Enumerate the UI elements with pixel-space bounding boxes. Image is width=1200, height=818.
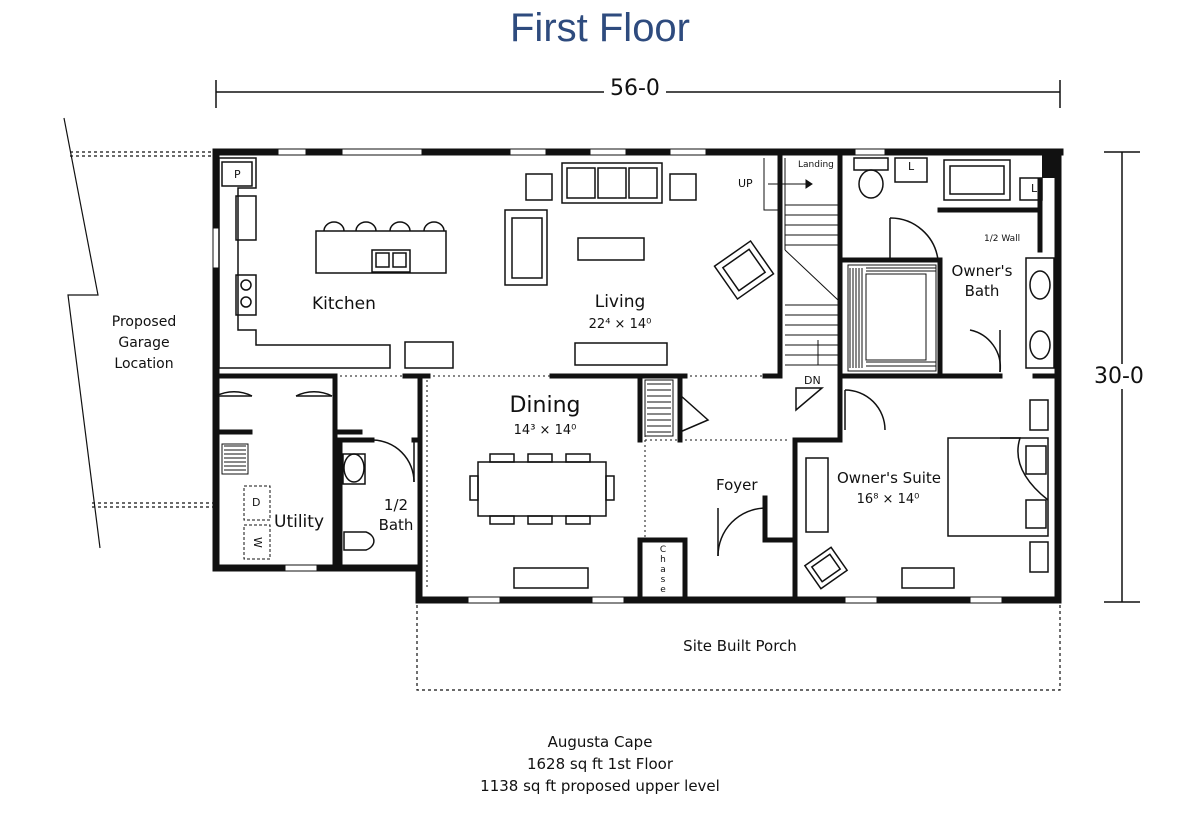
closets (221, 264, 937, 475)
caption-upper-level: 1138 sq ft proposed upper level (480, 777, 720, 795)
interior-walls (213, 149, 1061, 603)
garage-outline (63, 117, 216, 549)
kitchen-fixtures (218, 157, 454, 369)
depth-dimension: 30-0 (1088, 364, 1150, 389)
dining-size: 14³ × 14⁰ (513, 423, 577, 438)
page-title: First Floor (510, 6, 690, 50)
garage-label-2: Garage (118, 335, 170, 351)
owners-bath-label-1: Owner's (951, 262, 1013, 280)
pantry-label: P (234, 168, 241, 181)
chase-label: Chase (659, 545, 667, 595)
caption-model: Augusta Cape (547, 733, 653, 751)
half-wall-label: 1/2 Wall (984, 234, 1021, 244)
windows (212, 148, 1003, 604)
washer-label: W (250, 537, 264, 548)
garage-label-1: Proposed (111, 314, 177, 330)
half-bath-label-1: 1/2 (383, 496, 409, 514)
foyer-label: Foyer (716, 476, 758, 494)
owners-suite-size: 16⁸ × 14⁰ (856, 492, 920, 507)
bath-fixtures (342, 157, 1055, 551)
dining-label: Dining (509, 393, 581, 418)
doors (215, 217, 1002, 557)
stair-up-label: UP (738, 177, 753, 190)
half-bath-label-2: Bath (378, 516, 414, 534)
owners-bath-label-2: Bath (964, 282, 1000, 300)
dining-table (469, 453, 615, 589)
stairs (763, 158, 839, 366)
garage-label-3: Location (114, 356, 174, 372)
utility-appliances (243, 485, 271, 560)
living-furniture (504, 162, 775, 366)
suite-furniture (803, 399, 1049, 590)
width-dimension: 56-0 (604, 76, 666, 101)
dryer-label: D (252, 496, 261, 509)
landing-label: Landing (798, 160, 834, 170)
kitchen-label: Kitchen (312, 294, 376, 314)
utility-label: Utility (274, 512, 325, 532)
linen-closet-label: L (908, 160, 915, 173)
caption-first-floor: 1628 sq ft 1st Floor (526, 755, 674, 773)
living-size: 22⁴ × 14⁰ (588, 317, 652, 332)
living-label: Living (594, 292, 646, 312)
porch-label: Site Built Porch (683, 637, 797, 655)
owners-suite-label: Owner's Suite (837, 469, 941, 487)
stair-down-label: DN (804, 374, 821, 387)
linen-closet-label: L (1031, 182, 1038, 195)
